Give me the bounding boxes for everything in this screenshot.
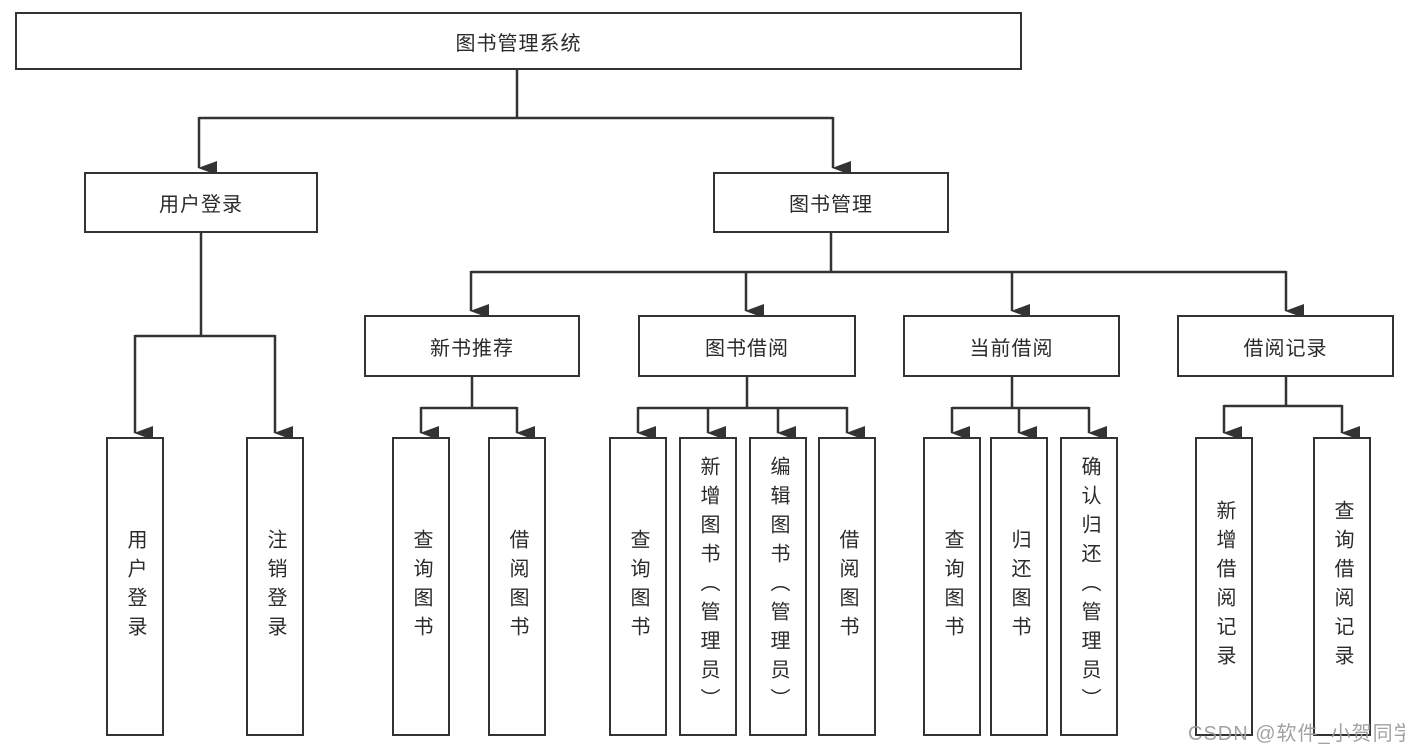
leaf-query-books-borrow: 查询图书 bbox=[609, 437, 667, 736]
leaf-add-borrow-record-label: 新增借阅记录 bbox=[1213, 499, 1235, 674]
node-borrow-records: 借阅记录 bbox=[1177, 315, 1394, 377]
node-current-borrow: 当前借阅 bbox=[903, 315, 1120, 377]
leaf-edit-books-admin: 编辑图书（管理员） bbox=[749, 437, 807, 736]
leaf-logout: 注销登录 bbox=[246, 437, 304, 736]
leaf-confirm-return-admin: 确认归还（管理员） bbox=[1060, 437, 1118, 736]
leaf-query-books-recommend: 查询图书 bbox=[392, 437, 450, 736]
node-user-login: 用户登录 bbox=[84, 172, 318, 233]
node-book-management: 图书管理 bbox=[713, 172, 949, 233]
node-user-login-label: 用户登录 bbox=[159, 194, 243, 216]
node-book-management-label: 图书管理 bbox=[789, 194, 873, 216]
leaf-query-borrow-record: 查询借阅记录 bbox=[1313, 437, 1371, 736]
node-root-label: 图书管理系统 bbox=[455, 32, 582, 55]
node-borrow-records-label: 借阅记录 bbox=[1243, 337, 1328, 360]
leaf-borrow-books-label: 借阅图书 bbox=[836, 528, 858, 645]
leaf-user-login: 用户登录 bbox=[106, 437, 164, 736]
leaf-return-books: 归还图书 bbox=[990, 437, 1048, 736]
leaf-confirm-return-admin-label: 确认归还（管理员） bbox=[1078, 456, 1100, 717]
leaf-edit-books-admin-label: 编辑图书（管理员） bbox=[767, 456, 789, 717]
node-book-borrow: 图书借阅 bbox=[638, 315, 856, 377]
csdn-watermark: CSDN @软件_小贺同学 bbox=[1188, 723, 1405, 745]
leaf-query-books-borrow-label: 查询图书 bbox=[627, 528, 649, 645]
leaf-logout-label: 注销登录 bbox=[264, 528, 286, 645]
leaf-query-books-recommend-label: 查询图书 bbox=[410, 528, 432, 645]
node-new-book-recommend-label: 新书推荐 bbox=[430, 337, 514, 360]
leaf-add-books-admin-label: 新增图书（管理员） bbox=[697, 456, 719, 717]
leaf-add-borrow-record: 新增借阅记录 bbox=[1195, 437, 1253, 736]
leaf-add-books-admin: 新增图书（管理员） bbox=[679, 437, 737, 736]
leaf-query-books-current: 查询图书 bbox=[923, 437, 981, 736]
leaf-query-borrow-record-label: 查询借阅记录 bbox=[1331, 499, 1353, 674]
leaf-borrow-books-recommend-label: 借阅图书 bbox=[506, 528, 528, 645]
node-new-book-recommend: 新书推荐 bbox=[364, 315, 580, 377]
leaf-return-books-label: 归还图书 bbox=[1008, 528, 1030, 645]
node-current-borrow-label: 当前借阅 bbox=[969, 337, 1054, 360]
leaf-borrow-books: 借阅图书 bbox=[818, 437, 876, 736]
node-book-borrow-label: 图书借阅 bbox=[705, 337, 789, 360]
leaf-borrow-books-recommend: 借阅图书 bbox=[488, 437, 546, 736]
leaf-query-books-current-label: 查询图书 bbox=[941, 528, 963, 645]
node-root: 图书管理系统 bbox=[15, 12, 1022, 70]
leaf-user-login-label: 用户登录 bbox=[124, 528, 146, 645]
